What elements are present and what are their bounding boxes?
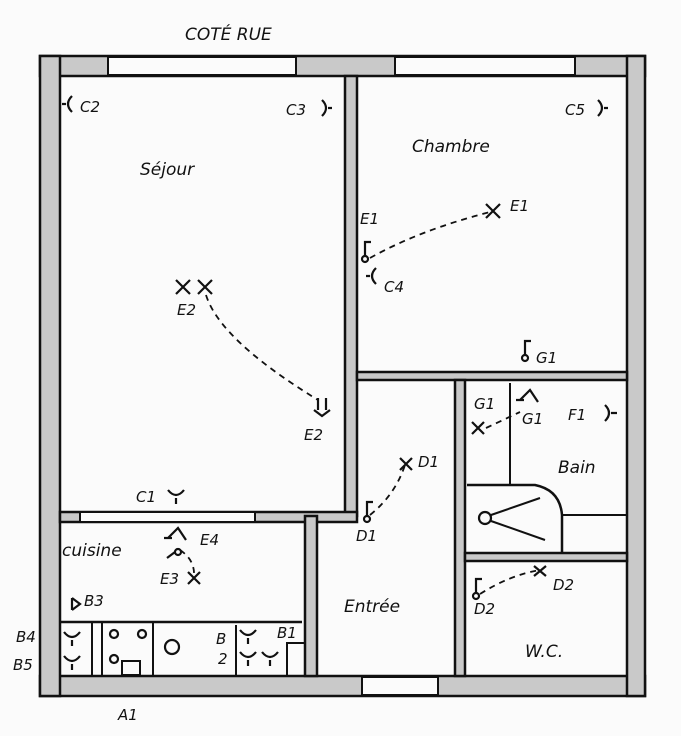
- windows: [107, 56, 576, 696]
- room-label-chambre: Chambre: [412, 137, 490, 157]
- wiring-line: [369, 464, 406, 516]
- label-c4: C4: [384, 278, 404, 296]
- appliance-socket-icon: [63, 631, 81, 670]
- label-a1: A1: [117, 706, 138, 724]
- socket-icon: [62, 95, 73, 113]
- light-point-icon: [175, 279, 213, 295]
- label-b5: B5: [13, 656, 33, 674]
- room-label-wc: W.C.: [525, 642, 563, 662]
- switch-icon: [520, 339, 531, 363]
- interior-walls: [58, 74, 629, 678]
- label-e1-switch: E1: [360, 210, 379, 228]
- label-c3: C3: [286, 101, 306, 119]
- label-e4: E4: [200, 531, 219, 549]
- room-label-cuisine: cuisine: [62, 541, 122, 561]
- wall-light-icon: [313, 398, 331, 418]
- label-e1-light: E1: [510, 197, 529, 215]
- switch-icon: [360, 240, 371, 264]
- kitchen-counter: [60, 620, 306, 677]
- socket-icon: [604, 404, 617, 422]
- light-point-icon: [533, 565, 547, 577]
- room-label-bain: Bain: [558, 458, 596, 478]
- room-label-sejour: Séjour: [140, 160, 195, 180]
- wall-light-icon: [164, 526, 187, 541]
- switch-icon: [362, 500, 373, 524]
- label-b2-number: 2: [218, 650, 228, 668]
- label-c1: C1: [136, 488, 156, 506]
- switch-icon: [166, 547, 183, 559]
- wall-light-icon: [516, 388, 539, 403]
- label-b1: B1: [277, 624, 297, 642]
- socket-icon: [366, 267, 377, 285]
- light-point-icon: [187, 571, 201, 585]
- label-b3: B3: [84, 592, 104, 610]
- label-b2-letter: B: [216, 630, 226, 648]
- socket-icon: [167, 489, 185, 504]
- label-e2-light: E2: [177, 301, 196, 319]
- socket-icon: [321, 99, 332, 117]
- socket-icon: [597, 99, 608, 117]
- label-d1-light: D1: [418, 453, 439, 471]
- light-point-icon: [471, 421, 485, 435]
- wiring-line: [485, 411, 521, 429]
- light-point-icon: [485, 203, 501, 219]
- label-e2-switch: E2: [304, 426, 323, 444]
- street-side-label: COTÉ RUE: [185, 23, 272, 45]
- label-e3: E3: [160, 570, 179, 588]
- label-c5: C5: [565, 101, 585, 119]
- label-c2: C2: [80, 98, 100, 116]
- wiring-line: [479, 569, 541, 595]
- label-b4: B4: [16, 628, 36, 646]
- appliance-socket-icon: [239, 629, 279, 666]
- light-point-icon: [399, 457, 413, 471]
- room-label-entree: Entrée: [344, 597, 400, 617]
- label-g1-light: G1: [474, 395, 495, 413]
- label-d2-light: D2: [553, 576, 574, 594]
- shower-tray: [467, 483, 627, 552]
- label-g1-switch: G1: [536, 349, 557, 367]
- wiring-line: [179, 549, 195, 577]
- symbol-labels: C2 C3 C5 E1 E1 C4 E2 E2 D1 D1 C1 E4 E3 B…: [13, 98, 586, 724]
- wiring-line: [369, 211, 491, 259]
- wiring-line: [205, 294, 319, 401]
- socket-icon: [70, 597, 82, 611]
- label-g1-wall-light: G1: [522, 410, 543, 428]
- switch-icon: [471, 577, 482, 601]
- label-d2-switch: D2: [474, 600, 495, 618]
- label-d1-switch: D1: [356, 527, 377, 545]
- label-f1: F1: [568, 406, 586, 424]
